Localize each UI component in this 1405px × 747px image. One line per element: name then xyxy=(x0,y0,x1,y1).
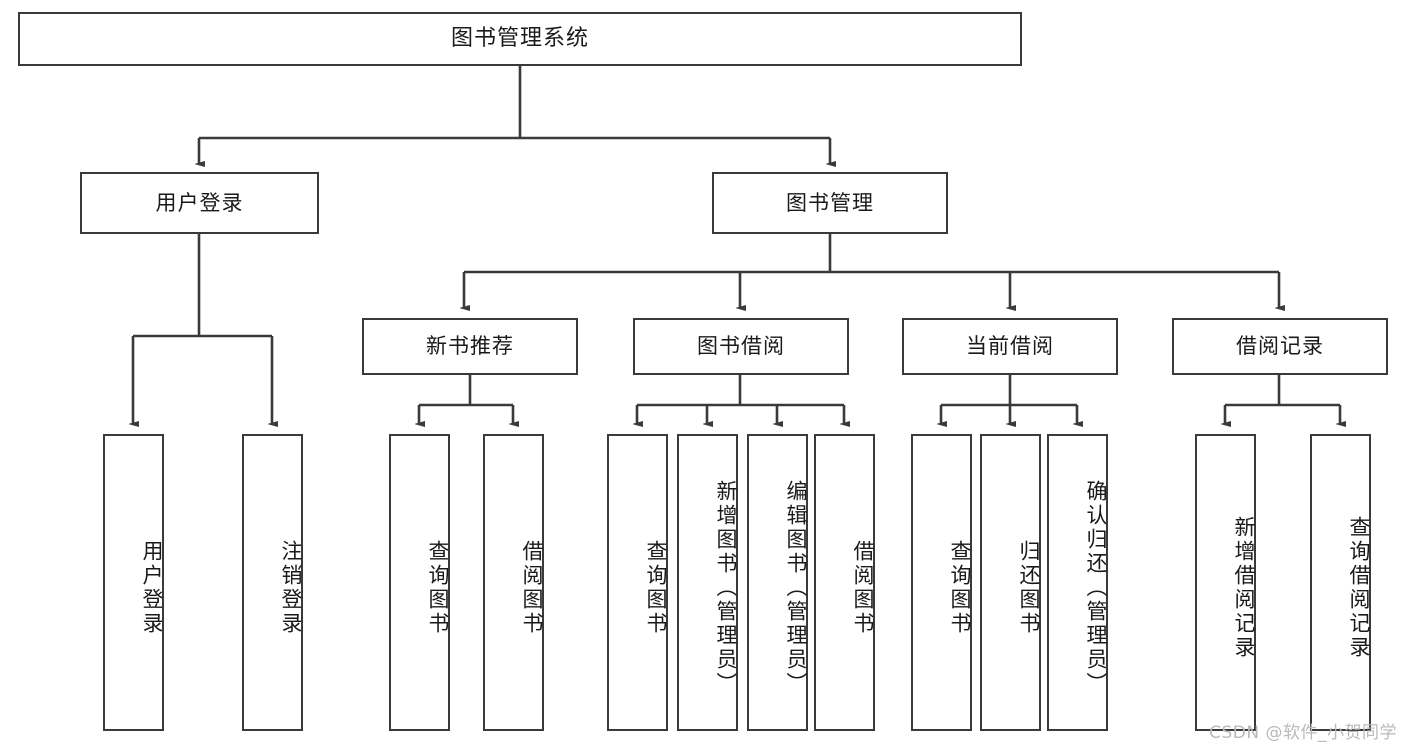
leaf-current-confirm-return-admin[interactable]: 确认归还（管理员） xyxy=(1047,434,1108,731)
node-new-book-recommend[interactable]: 新书推荐 xyxy=(362,318,578,375)
leaf-user-login[interactable]: 用户登录 xyxy=(103,434,164,731)
node-label: 图书借阅 xyxy=(697,334,785,359)
node-label: 借阅图书 xyxy=(520,539,544,636)
node-current-borrow[interactable]: 当前借阅 xyxy=(902,318,1118,375)
leaf-record-query-record[interactable]: 查询借阅记录 xyxy=(1310,434,1371,731)
node-label: 查询图书 xyxy=(948,539,972,636)
node-label: 用户登录 xyxy=(155,190,244,215)
node-label: 图书管理系统 xyxy=(450,26,589,52)
node-borrow-record[interactable]: 借阅记录 xyxy=(1172,318,1388,375)
node-label: 图书管理 xyxy=(786,190,874,215)
node-label: 查询图书 xyxy=(644,539,668,636)
node-book-management[interactable]: 图书管理 xyxy=(712,172,948,234)
leaf-borrow-add-book-admin[interactable]: 新增图书（管理员） xyxy=(677,434,738,731)
leaf-user-logout[interactable]: 注销登录 xyxy=(242,434,303,731)
leaf-current-return-book[interactable]: 归还图书 xyxy=(980,434,1041,731)
node-label: 借阅记录 xyxy=(1236,334,1324,359)
leaf-borrow-edit-book-admin[interactable]: 编辑图书（管理员） xyxy=(747,434,808,731)
leaf-record-add-record[interactable]: 新增借阅记录 xyxy=(1195,434,1256,731)
node-label: 确认归还（管理员） xyxy=(1084,479,1108,696)
node-label: 新增图书（管理员） xyxy=(714,479,738,696)
node-label: 归还图书 xyxy=(1017,539,1041,636)
node-label: 注销登录 xyxy=(279,539,303,636)
node-label: 新书推荐 xyxy=(426,334,514,359)
node-label: 借阅图书 xyxy=(851,539,875,636)
leaf-borrow-borrow-book[interactable]: 借阅图书 xyxy=(814,434,875,731)
node-label: 编辑图书（管理员） xyxy=(784,479,808,696)
leaf-current-query-book[interactable]: 查询图书 xyxy=(911,434,972,731)
node-label: 用户登录 xyxy=(140,539,164,636)
leaf-recommend-query-book[interactable]: 查询图书 xyxy=(389,434,450,731)
node-user-login[interactable]: 用户登录 xyxy=(80,172,319,234)
node-label: 当前借阅 xyxy=(966,334,1054,359)
node-label: 新增借阅记录 xyxy=(1232,515,1256,660)
node-root-system[interactable]: 图书管理系统 xyxy=(18,12,1022,66)
node-book-borrow[interactable]: 图书借阅 xyxy=(633,318,849,375)
node-label: 查询借阅记录 xyxy=(1347,515,1371,660)
leaf-borrow-query-book[interactable]: 查询图书 xyxy=(607,434,668,731)
node-label: 查询图书 xyxy=(426,539,450,636)
leaf-recommend-borrow-book[interactable]: 借阅图书 xyxy=(483,434,544,731)
